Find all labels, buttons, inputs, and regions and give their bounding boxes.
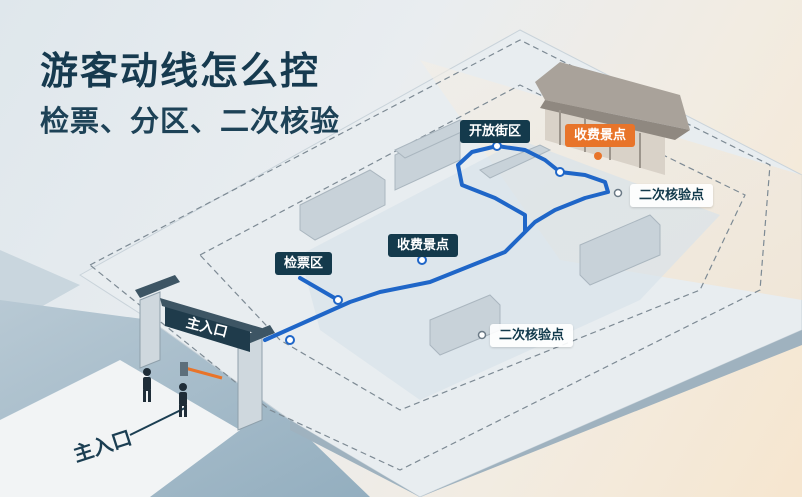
- label-shopping-street: 开放街区: [460, 120, 531, 143]
- ticket-branch: [298, 276, 340, 302]
- route-markers: [285, 141, 623, 345]
- label-paid-spot-top: 收费景点: [565, 124, 636, 147]
- entrance-path: [0, 360, 240, 497]
- label-secondary-check-bottom: 二次核验点: [490, 324, 574, 347]
- visitor-figures: [143, 368, 187, 417]
- turnstile-bar: [184, 366, 223, 380]
- outer-dashed-zone: [88, 39, 771, 471]
- page-title: 游客动线怎么控: [40, 49, 321, 93]
- visitor-route: [263, 144, 610, 342]
- label-secondary-check-right: 二次核验点: [630, 184, 714, 207]
- gate-sign-board: [165, 305, 250, 352]
- inner-dashed-zone: [199, 84, 746, 411]
- main-gate: [135, 275, 275, 431]
- paid-zone-area: [300, 140, 720, 400]
- entrance-pointer-line: [129, 407, 186, 436]
- page-subtitle: 检票、分区、二次核验: [40, 104, 341, 138]
- label-ticket-zone: 检票区: [275, 252, 333, 275]
- shop-buildings: [299, 119, 661, 356]
- label-paid-spot-mid: 收费景点: [388, 234, 459, 257]
